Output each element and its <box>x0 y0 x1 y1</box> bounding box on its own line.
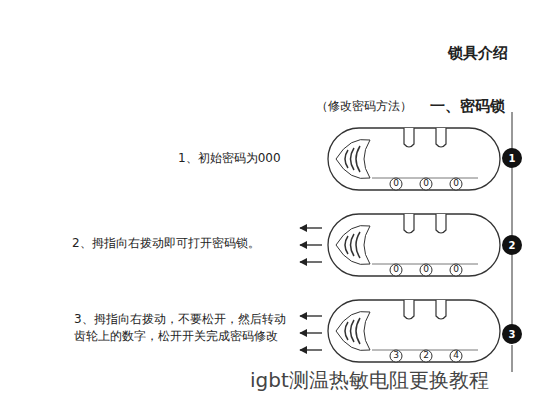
step-number: 1 <box>502 148 522 168</box>
subheading: （修改密码方法） <box>316 98 412 115</box>
heading: 一、密码锁 <box>430 96 505 118</box>
wheel-digit: 0 <box>393 177 399 190</box>
watermark: igbt测温热敏电阻更换教程 <box>250 366 489 395</box>
wheel-digit: 0 <box>453 263 459 276</box>
wheel-digit: 3 <box>393 349 399 362</box>
wheel-digit: 0 <box>393 263 399 276</box>
wheel-digit: 0 <box>453 177 459 190</box>
step-number-text: 2 <box>509 240 516 251</box>
wheel-digit: 2 <box>423 349 429 362</box>
timeline-connector <box>512 255 513 324</box>
timeline-connector <box>512 168 513 235</box>
step-number: 3 <box>502 324 522 344</box>
step-number-text: 1 <box>509 153 516 164</box>
wheel-digit: 0 <box>423 177 429 190</box>
step-text: 3、拇指向右拨动，不要松开，然后转动齿轮上的数字，松开开关完成密码修改 <box>74 311 288 346</box>
step-text: 1、初始密码为000 <box>178 150 281 167</box>
title: 锁具介绍 <box>448 44 508 63</box>
step-number-text: 3 <box>509 329 516 340</box>
wheel-digit: 4 <box>453 349 459 362</box>
step-text: 2、拇指向右拨动即可打开密码锁。 <box>72 235 260 252</box>
wheel-digit: 0 <box>423 263 429 276</box>
step-number: 2 <box>502 235 522 255</box>
